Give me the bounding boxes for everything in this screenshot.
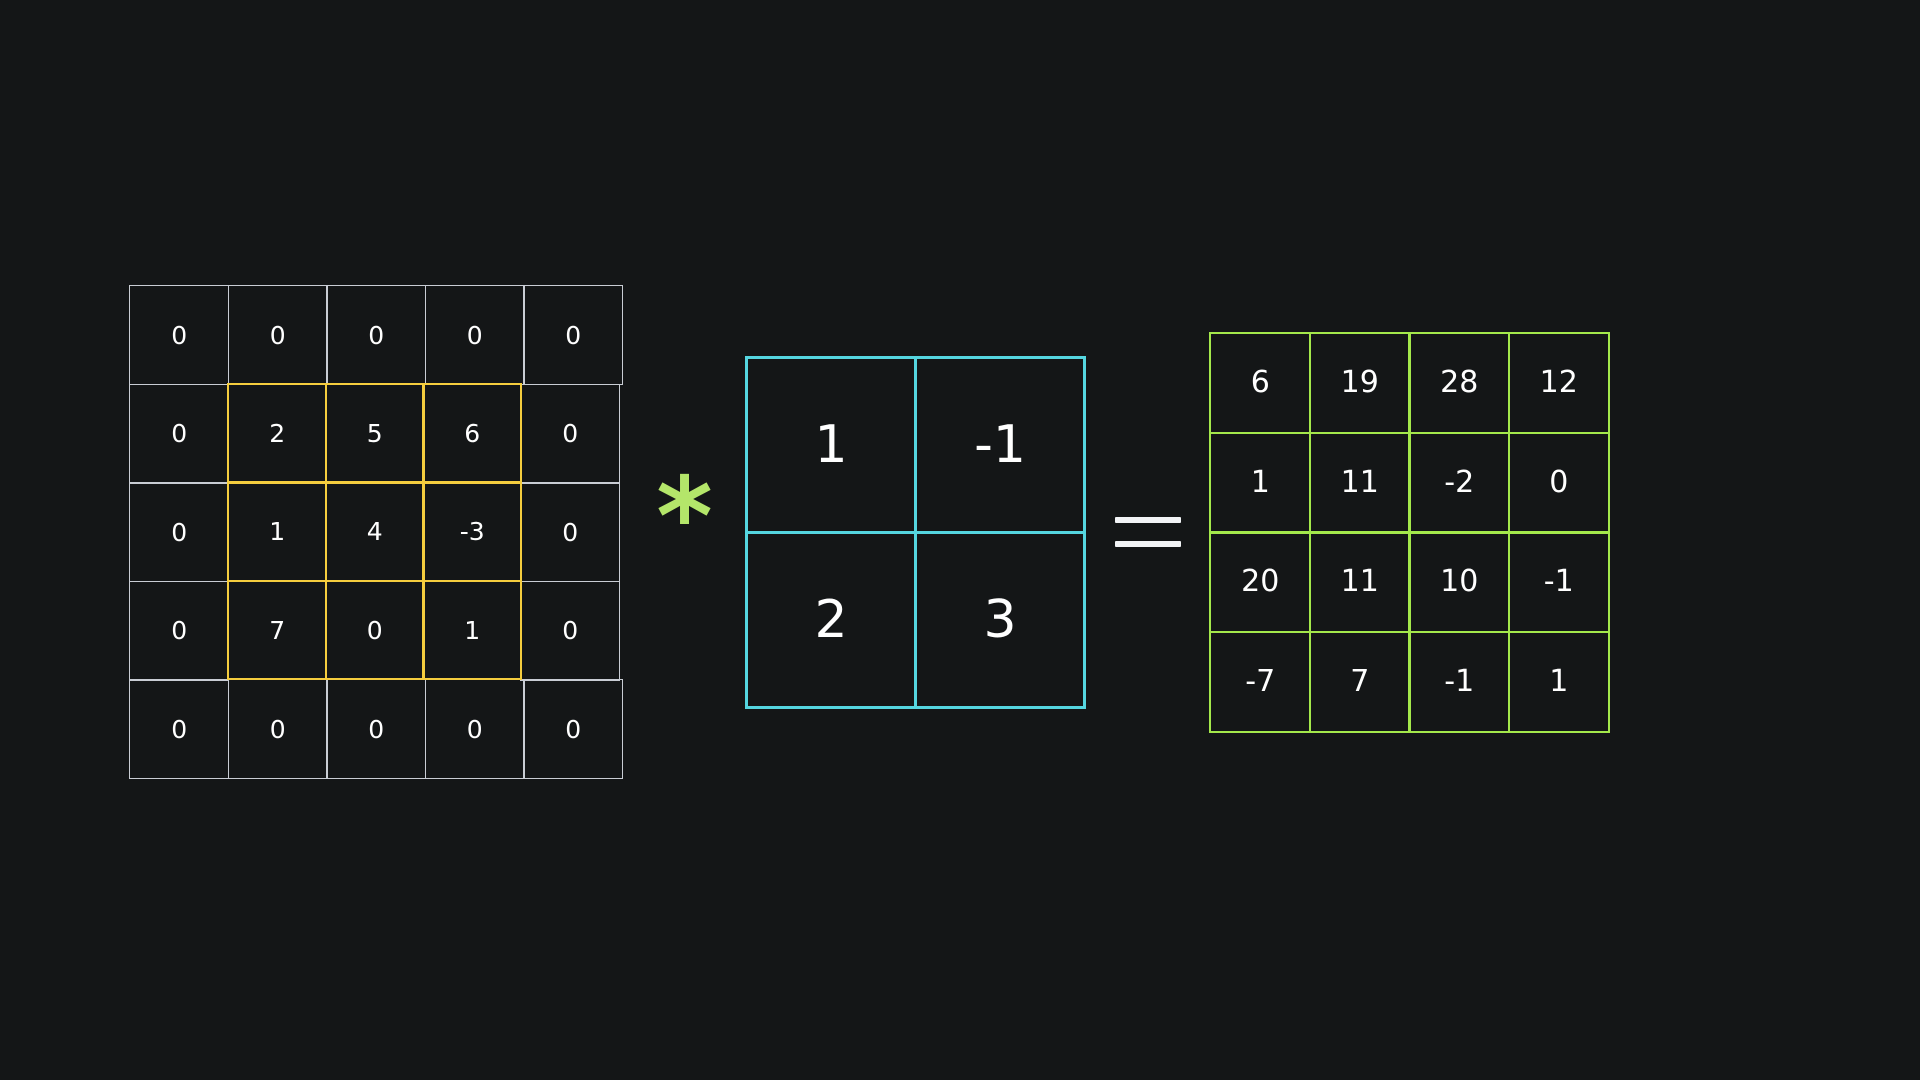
kernel-cell-0-1: -1 — [914, 355, 1086, 534]
output-matrix-row: 1 11 -2 0 — [1209, 431, 1610, 534]
input-cell-2-4: 0 — [520, 482, 621, 583]
input-cell-3-0: 0 — [129, 580, 230, 681]
input-cell-0-2: 0 — [326, 285, 427, 386]
input-cell-4-0: 0 — [129, 679, 230, 780]
equals-bar-bottom — [1114, 541, 1181, 548]
equals-icon — [1085, 472, 1211, 592]
equals-bar-top — [1114, 517, 1181, 524]
output-cell-0-1: 19 — [1308, 332, 1411, 434]
convolution-equation: 0 0 0 0 0 0 2 5 6 0 0 1 4 -3 0 0 — [129, 285, 1610, 780]
output-cell-0-0: 6 — [1209, 332, 1312, 434]
input-matrix: 0 0 0 0 0 0 2 5 6 0 0 1 4 -3 0 0 — [129, 285, 624, 780]
input-cell-3-1: 7 — [227, 580, 328, 681]
kernel-cell-1-0: 2 — [745, 530, 917, 709]
input-cell-3-3: 1 — [422, 580, 523, 681]
input-matrix-row: 0 1 4 -3 0 — [129, 481, 623, 583]
input-cell-0-4: 0 — [523, 285, 624, 386]
output-cell-2-1: 11 — [1308, 531, 1411, 633]
output-cell-1-1: 11 — [1308, 431, 1411, 534]
kernel-matrix-row: 2 3 — [745, 530, 1086, 709]
input-cell-0-1: 0 — [227, 285, 328, 386]
input-cell-0-0: 0 — [129, 285, 230, 386]
output-matrix: 6 19 28 12 1 11 -2 0 20 11 10 -1 -7 7 -1 — [1209, 332, 1610, 733]
output-cell-1-3: 0 — [1507, 431, 1610, 534]
output-cell-3-2: -1 — [1408, 630, 1511, 733]
input-cell-3-4: 0 — [520, 580, 621, 681]
input-cell-1-0: 0 — [129, 383, 230, 484]
input-cell-4-3: 0 — [424, 679, 525, 780]
input-cell-4-1: 0 — [227, 679, 328, 780]
input-cell-4-4: 0 — [523, 679, 624, 780]
input-cell-3-2: 0 — [324, 580, 425, 681]
kernel-cell-0-0: 1 — [745, 355, 917, 534]
output-cell-1-2: -2 — [1408, 431, 1511, 534]
input-cell-1-1: 2 — [227, 383, 328, 484]
kernel-cell-1-1: 3 — [914, 530, 1086, 709]
input-cell-4-2: 0 — [326, 679, 427, 780]
output-cell-1-0: 1 — [1209, 431, 1312, 534]
output-cell-2-3: -1 — [1507, 531, 1610, 633]
input-matrix-row: 0 7 0 1 0 — [129, 580, 623, 681]
input-matrix-row: 0 0 0 0 0 — [129, 285, 624, 386]
input-cell-1-2: 5 — [324, 383, 425, 484]
input-cell-1-3: 6 — [422, 383, 523, 484]
output-cell-3-0: -7 — [1209, 630, 1312, 733]
output-matrix-row: 6 19 28 12 — [1209, 332, 1610, 434]
input-matrix-row: 0 0 0 0 0 — [129, 679, 624, 780]
output-cell-2-0: 20 — [1209, 531, 1312, 633]
input-cell-2-0: 0 — [129, 482, 230, 583]
input-cell-0-3: 0 — [424, 285, 525, 386]
input-cell-2-2: 4 — [324, 481, 425, 582]
kernel-matrix: 1 -1 2 3 — [745, 355, 1086, 709]
output-cell-2-2: 10 — [1408, 531, 1511, 633]
output-matrix-row: -7 7 -1 1 — [1209, 630, 1610, 733]
kernel-matrix-row: 1 -1 — [745, 355, 1086, 534]
output-cell-0-2: 28 — [1408, 332, 1511, 434]
output-cell-3-3: 1 — [1507, 630, 1610, 733]
input-matrix-row: 0 2 5 6 0 — [129, 383, 623, 484]
input-cell-2-3: -3 — [422, 481, 523, 582]
asterisk-icon: * — [656, 454, 713, 580]
output-matrix-row: 20 11 10 -1 — [1209, 531, 1610, 633]
input-cell-2-1: 1 — [227, 481, 328, 582]
output-cell-3-1: 7 — [1308, 630, 1411, 733]
output-cell-0-3: 12 — [1507, 332, 1610, 434]
input-cell-1-4: 0 — [520, 383, 621, 484]
